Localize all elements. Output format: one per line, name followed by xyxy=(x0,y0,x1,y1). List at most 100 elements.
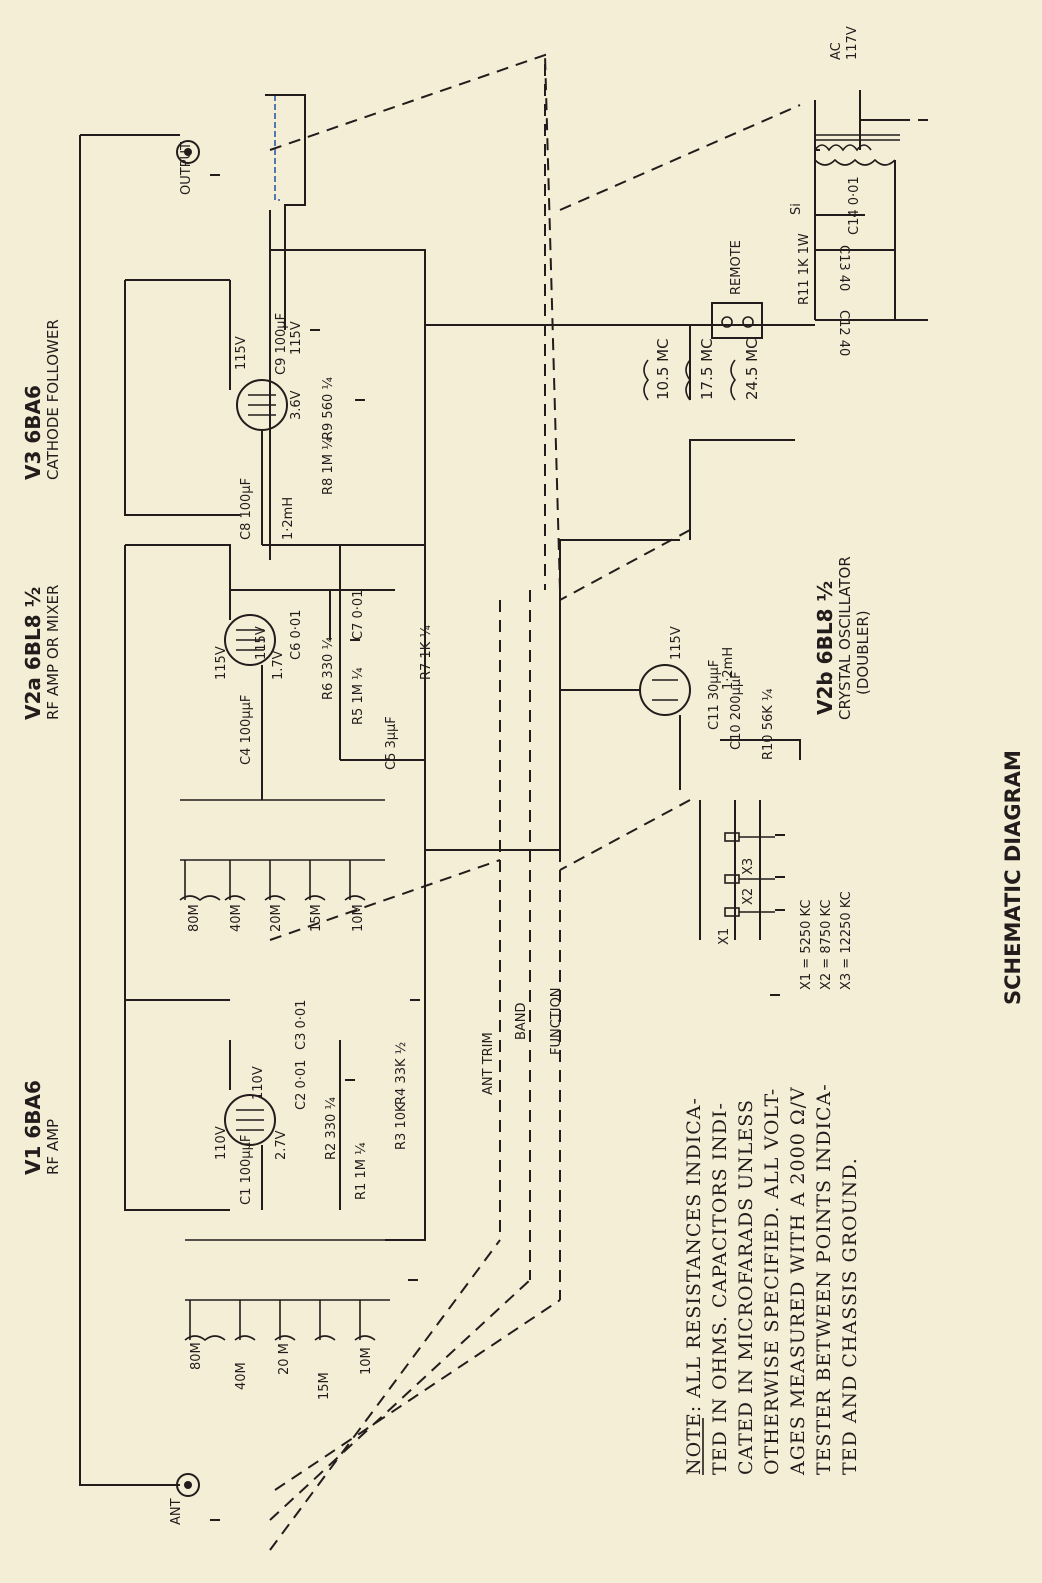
osc-coils xyxy=(643,359,737,401)
v2b-function: CRYSTAL OSCILLATOR xyxy=(836,556,854,720)
svg-text:C8 100µF: C8 100µF xyxy=(239,478,254,540)
v2b-label: V2b 6BL8 ½ xyxy=(813,581,837,715)
switch-linkages xyxy=(269,53,801,1551)
v1-label: V1 6BA6 xyxy=(21,1080,45,1175)
svg-text:1.7V: 1.7V xyxy=(271,650,286,680)
power-transformer xyxy=(814,134,900,166)
svg-text:1·2mH: 1·2mH xyxy=(721,647,736,690)
svg-text:R7 1K ¼: R7 1K ¼ xyxy=(419,625,434,680)
svg-text:C1 100µµF: C1 100µµF xyxy=(239,1135,254,1205)
diagram-title: SCHEMATIC DIAGRAM xyxy=(1001,750,1025,1005)
v2b-function2: (DOUBLER) xyxy=(854,610,872,695)
remote-label: REMOTE xyxy=(729,240,744,295)
svg-text:R1 1M ¼: R1 1M ¼ xyxy=(354,1142,369,1200)
bands-v2: 80M 40M 20M 15M 10M xyxy=(187,904,366,932)
ant-label: ANT xyxy=(169,1498,184,1525)
v3-function: CATHODE FOLLOWER xyxy=(44,319,62,480)
band-label: BAND xyxy=(514,1002,529,1040)
svg-text:R2 330 ¼: R2 330 ¼ xyxy=(324,1097,339,1160)
ac-label: AC xyxy=(829,42,844,60)
svg-text:CATED IN MICROFARADS UNLESS: CATED IN MICROFARADS UNLESS xyxy=(735,1099,757,1475)
v1-function: RF AMP xyxy=(44,1119,62,1175)
svg-text:115V: 115V xyxy=(254,626,269,660)
svg-text:R8 1M ¼: R8 1M ¼ xyxy=(321,437,336,495)
svg-text:2.7V: 2.7V xyxy=(274,1130,289,1160)
svg-text:C11 30µµF: C11 30µµF xyxy=(707,660,722,730)
svg-text:20M: 20M xyxy=(269,904,284,932)
svg-text:115V: 115V xyxy=(214,646,229,680)
crystal-labels: X1 X2 X3 X1 = 5250 KC X2 = 8750 KC X3 = … xyxy=(717,858,854,990)
svg-text:10M: 10M xyxy=(351,904,366,932)
svg-text:AGES MEASURED WITH A 2000 Ω/V: AGES MEASURED WITH A 2000 Ω/V xyxy=(787,1086,809,1476)
svg-text:C3 0·01: C3 0·01 xyxy=(294,1000,309,1050)
svg-text:R10 56K ¼: R10 56K ¼ xyxy=(761,688,776,760)
function-label: FUNCTION xyxy=(549,987,564,1055)
svg-text:80M: 80M xyxy=(189,1342,204,1370)
svg-text:15M: 15M xyxy=(317,1372,332,1400)
v2a-label: V2a 6BL8 ½ xyxy=(21,587,45,720)
svg-text:C13 40: C13 40 xyxy=(836,245,851,291)
component-labels: 115V 115V 3.6V C9 100µF R9 560 ¼ R8 1M ¼… xyxy=(214,176,862,1205)
svg-text:C5 3µµF: C5 3µµF xyxy=(384,716,399,770)
svg-text:NOTE: ALL RESISTANCES INDICA-: NOTE: ALL RESISTANCES INDICA- xyxy=(683,1097,705,1475)
svg-text:X2: X2 xyxy=(741,888,756,905)
svg-text:3.6V: 3.6V xyxy=(289,390,304,420)
svg-text:115V: 115V xyxy=(289,321,304,355)
svg-text:C14 0·01: C14 0·01 xyxy=(847,176,862,235)
ant-trim-label: ANT TRIM xyxy=(481,1032,496,1095)
svg-text:40M: 40M xyxy=(234,1362,249,1390)
v3-label: V3 6BA6 xyxy=(21,385,45,480)
svg-text:C12 40: C12 40 xyxy=(836,310,851,356)
svg-text:110V: 110V xyxy=(214,1126,229,1160)
svg-text:R3 10K: R3 10K xyxy=(394,1103,409,1150)
svg-text:40M: 40M xyxy=(229,904,244,932)
coil-bank-v1 xyxy=(184,1239,390,1342)
svg-text:115V: 115V xyxy=(669,626,684,660)
svg-text:110V: 110V xyxy=(251,1066,266,1100)
tube-v1 xyxy=(224,1094,276,1146)
ant-jack-icon xyxy=(176,1473,200,1497)
note-block: NOTE: ALL RESISTANCES INDICA- TED IN OHM… xyxy=(683,1083,861,1476)
svg-text:R11 1K 1W: R11 1K 1W xyxy=(797,233,812,305)
ac-voltage-label: 117V xyxy=(845,26,860,60)
bands-v1: 80M 40M 20 M 15M 10M xyxy=(189,1342,374,1400)
svg-text:15M: 15M xyxy=(309,904,324,932)
svg-text:X3 = 12250 KC: X3 = 12250 KC xyxy=(839,891,854,990)
ground-symbols xyxy=(210,119,928,1521)
tube-v3 xyxy=(236,379,288,431)
crystals xyxy=(724,832,775,917)
v2a-function: RF AMP OR MIXER xyxy=(44,585,62,720)
svg-text:10.5 MC: 10.5 MC xyxy=(654,338,672,400)
svg-text:TED IN OHMS. CAPACITORS INDI-: TED IN OHMS. CAPACITORS INDI- xyxy=(709,1102,731,1475)
output-label: OUTPUT xyxy=(179,142,194,195)
svg-text:X3: X3 xyxy=(741,858,756,875)
svg-text:115V: 115V xyxy=(234,336,249,370)
coil-bank-v2 xyxy=(179,799,385,902)
svg-text:C10 200µµF: C10 200µµF xyxy=(729,671,744,750)
svg-text:X1: X1 xyxy=(717,928,732,945)
svg-text:C7 0·01: C7 0·01 xyxy=(351,590,366,640)
svg-text:C9 100µF: C9 100µF xyxy=(274,313,289,375)
svg-text:20 M: 20 M xyxy=(277,1343,292,1375)
svg-text:C2 0·01: C2 0·01 xyxy=(294,1060,309,1110)
svg-text:C4 100µµF: C4 100µµF xyxy=(239,695,254,765)
remote-socket xyxy=(711,302,763,339)
svg-text:80M: 80M xyxy=(187,904,202,932)
svg-text:OTHERWISE SPECIFIED. ALL VOLT-: OTHERWISE SPECIFIED. ALL VOLT- xyxy=(761,1088,783,1475)
svg-text:X1 = 5250 KC: X1 = 5250 KC xyxy=(799,900,814,990)
svg-text:R9 560 ¼: R9 560 ¼ xyxy=(321,377,336,440)
output-jack-icon xyxy=(176,140,200,164)
svg-text:R6 330 ¼: R6 330 ¼ xyxy=(321,637,336,700)
tube-v2b xyxy=(639,664,691,716)
svg-text:TED AND CHASSIS GROUND.: TED AND CHASSIS GROUND. xyxy=(839,1157,861,1475)
svg-text:C6 0·01: C6 0·01 xyxy=(289,610,304,660)
osc-coil-labels: 10.5 MC 17.5 MC 24.5 MC xyxy=(654,338,761,400)
svg-text:24.5 MC: 24.5 MC xyxy=(743,338,761,400)
svg-text:17.5 MC: 17.5 MC xyxy=(698,338,716,400)
svg-text:Si: Si xyxy=(789,203,804,215)
svg-text:10M: 10M xyxy=(359,1347,374,1375)
svg-text:TESTER BETWEEN POINTS INDICA-: TESTER BETWEEN POINTS INDICA- xyxy=(813,1083,835,1475)
svg-text:R5 1M ¼: R5 1M ¼ xyxy=(351,667,366,725)
svg-text:1·2mH: 1·2mH xyxy=(281,497,296,540)
